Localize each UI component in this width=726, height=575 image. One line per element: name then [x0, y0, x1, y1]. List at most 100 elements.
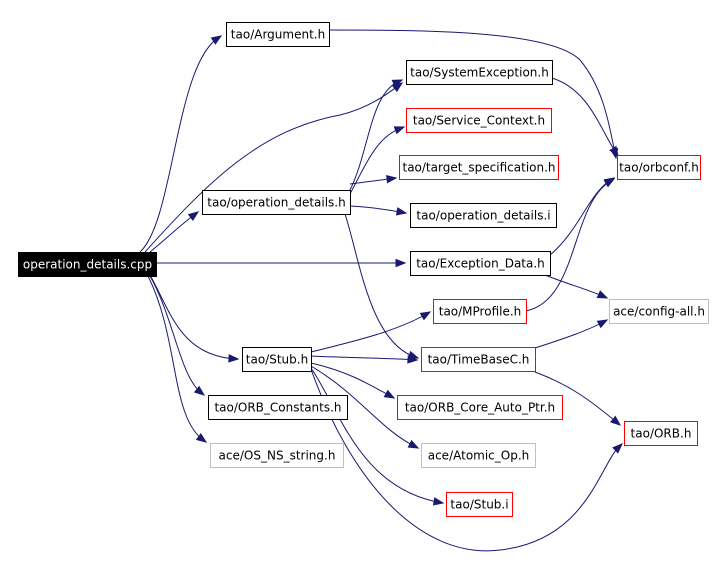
edge-arrowhead	[609, 415, 622, 426]
node-label: tao/MProfile.h	[439, 305, 522, 319]
edge-arrowhead	[393, 126, 406, 135]
nodes-layer: operation_details.cpp tao/Argument.h tao/S…	[18, 22, 709, 517]
node-timebase[interactable]: tao/TimeBaseC.h	[421, 347, 536, 372]
edge-stub_h-to-timebase	[310, 355, 418, 361]
node-targetspec[interactable]: tao/target_specification.h	[399, 155, 559, 180]
edge-stub_h-to-corepptr	[310, 362, 395, 399]
node-label: ace/OS_NS_string.h	[219, 449, 336, 463]
node-opdet_i[interactable]: tao/operation_details.i	[410, 203, 557, 228]
node-label: tao/SystemException.h	[410, 66, 549, 80]
node-label: tao/TimeBaseC.h	[428, 353, 530, 367]
node-stub_h[interactable]: tao/Stub.h	[242, 347, 312, 372]
node-label: operation_details.cpp	[23, 258, 152, 272]
edge-excdata-to-configall	[544, 274, 608, 299]
node-argument[interactable]: tao/Argument.h	[226, 22, 330, 47]
edge-arrowhead	[386, 174, 398, 184]
node-label: tao/ORB_Constants.h	[214, 401, 341, 415]
edge-stub_h-to-atomic	[310, 365, 419, 449]
node-mprofile[interactable]: tao/MProfile.h	[433, 299, 527, 324]
edge-arrowhead	[612, 443, 624, 454]
edge-stub_h-to-mprofile	[310, 311, 431, 353]
edge-stub_h-to-stub_i	[310, 367, 444, 504]
edges-layer	[139, 29, 624, 552]
node-box	[446, 492, 513, 517]
edge-root-to-osns	[147, 275, 207, 443]
edge-arrowhead	[596, 319, 609, 329]
node-label: tao/ORB.h	[631, 427, 692, 441]
node-box	[624, 421, 698, 446]
node-label: tao/operation_details.h	[207, 196, 345, 210]
node-label: tao/ORB_Core_Auto_Ptr.h	[405, 401, 555, 415]
node-label: tao/Exception_Data.h	[416, 257, 545, 271]
edge-arrowhead	[391, 79, 404, 88]
node-label: tao/operation_details.i	[416, 209, 550, 223]
edge-root-to-orbconst	[149, 275, 205, 396]
edge-arrowhead	[395, 207, 408, 216]
node-box	[399, 155, 559, 180]
edge-arrowhead	[383, 389, 396, 399]
edge-arrowhead	[407, 355, 419, 364]
edge-opdet_h-to-sysexc	[349, 79, 403, 191]
node-orbconst[interactable]: tao/ORB_Constants.h	[208, 395, 348, 420]
edge-arrowhead	[193, 385, 206, 396]
edge-arrowhead	[596, 290, 609, 299]
edge-argument-to-orbconf	[328, 29, 617, 159]
node-root[interactable]: operation_details.cpp	[18, 252, 157, 277]
edge-stub_h-to-orb	[310, 368, 623, 552]
node-label: tao/orbconf.h	[619, 161, 699, 175]
node-box	[18, 252, 157, 277]
edge-sysexc-to-orbconf	[551, 77, 619, 157]
edge-arrowhead	[609, 145, 619, 158]
node-orbconf[interactable]: tao/orbconf.h	[617, 155, 701, 180]
node-opdet_h[interactable]: tao/operation_details.h	[202, 190, 351, 215]
node-configall[interactable]: ace/config-all.h	[609, 299, 709, 324]
edge-timebase-to-configall	[534, 319, 608, 349]
node-label: tao/Stub.i	[450, 498, 508, 512]
node-box	[609, 299, 709, 324]
edge-excdata-to-orbconf	[549, 177, 615, 256]
node-excdata[interactable]: tao/Exception_Data.h	[410, 251, 551, 276]
node-box	[617, 155, 701, 180]
edge-arrowhead	[395, 258, 407, 268]
node-label: ace/Atomic_Op.h	[428, 449, 530, 463]
edge-arrowhead	[407, 439, 420, 449]
node-corepptr[interactable]: tao/ORB_Core_Auto_Ptr.h	[397, 395, 563, 420]
edge-arrowhead	[228, 354, 240, 363]
node-box	[202, 190, 351, 215]
node-servctx[interactable]: tao/Service_Context.h	[406, 108, 552, 133]
node-label: tao/Stub.h	[246, 353, 308, 367]
node-orb[interactable]: tao/ORB.h	[624, 421, 698, 446]
node-stub_i[interactable]: tao/Stub.i	[446, 492, 513, 517]
node-box	[226, 22, 330, 47]
node-box	[406, 60, 553, 85]
node-label: ace/config-all.h	[613, 305, 705, 319]
node-label: tao/Argument.h	[231, 28, 325, 42]
edge-mprofile-to-orbconf	[525, 178, 615, 312]
node-atomic[interactable]: ace/Atomic_Op.h	[421, 443, 536, 468]
edge-root-to-stub_h	[149, 274, 239, 360]
node-box	[210, 443, 344, 468]
node-box	[242, 347, 312, 372]
edge-arrowhead	[210, 35, 223, 45]
node-box	[410, 203, 557, 228]
node-box	[208, 395, 348, 420]
edge-opdet_h-to-timebase	[344, 213, 419, 359]
node-box	[410, 251, 551, 276]
node-box	[397, 395, 563, 420]
edge-timebase-to-orb	[534, 371, 621, 426]
edge-arrowhead	[195, 432, 208, 443]
edge-arrowhead	[419, 311, 432, 321]
node-box	[406, 108, 552, 133]
node-osns[interactable]: ace/OS_NS_string.h	[210, 443, 344, 468]
node-box	[421, 347, 536, 372]
edge-arrowhead	[432, 497, 445, 506]
node-label: tao/target_specification.h	[402, 161, 555, 175]
node-sysexc[interactable]: tao/SystemException.h	[406, 60, 553, 85]
edge-root-to-argument	[139, 35, 222, 253]
node-label: tao/Service_Context.h	[413, 114, 545, 128]
edge-arrowhead	[603, 178, 616, 188]
edge-arrowhead	[187, 211, 200, 222]
node-box	[421, 443, 536, 468]
